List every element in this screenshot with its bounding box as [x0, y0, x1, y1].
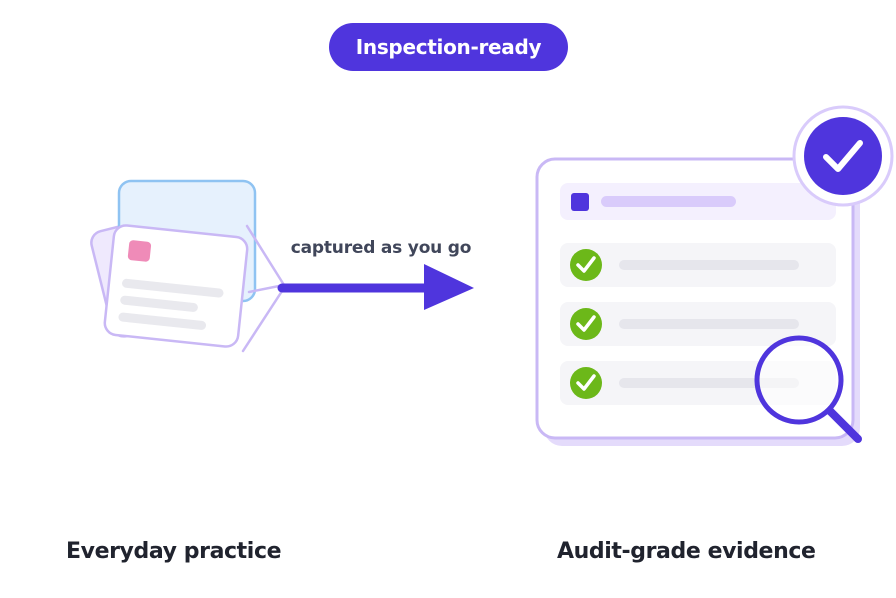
note-pin — [127, 240, 152, 262]
evidence-panel — [535, 105, 894, 446]
header-square — [571, 193, 589, 211]
note-cards-icon — [90, 179, 286, 353]
left-caption: Everyday practice — [66, 539, 282, 564]
inspection-ready-badge: Inspection-ready — [329, 23, 568, 71]
right-caption: Audit-grade evidence — [557, 539, 816, 564]
header-line — [601, 196, 736, 207]
arrow-label: captured as you go — [290, 238, 472, 258]
row-line — [619, 319, 799, 329]
magnifier-icon — [754, 335, 862, 443]
note-line — [122, 278, 224, 298]
note-line — [120, 295, 198, 312]
row-line — [619, 378, 799, 388]
badge-label: Inspection-ready — [355, 35, 542, 59]
row-line — [619, 260, 799, 270]
check-circle-icon — [570, 308, 602, 340]
check-circle-icon — [570, 249, 602, 281]
check-circle-icon — [570, 367, 602, 399]
checkmark-badge-icon — [792, 105, 894, 207]
arrow-right-icon — [277, 264, 474, 310]
note-line — [118, 312, 207, 330]
